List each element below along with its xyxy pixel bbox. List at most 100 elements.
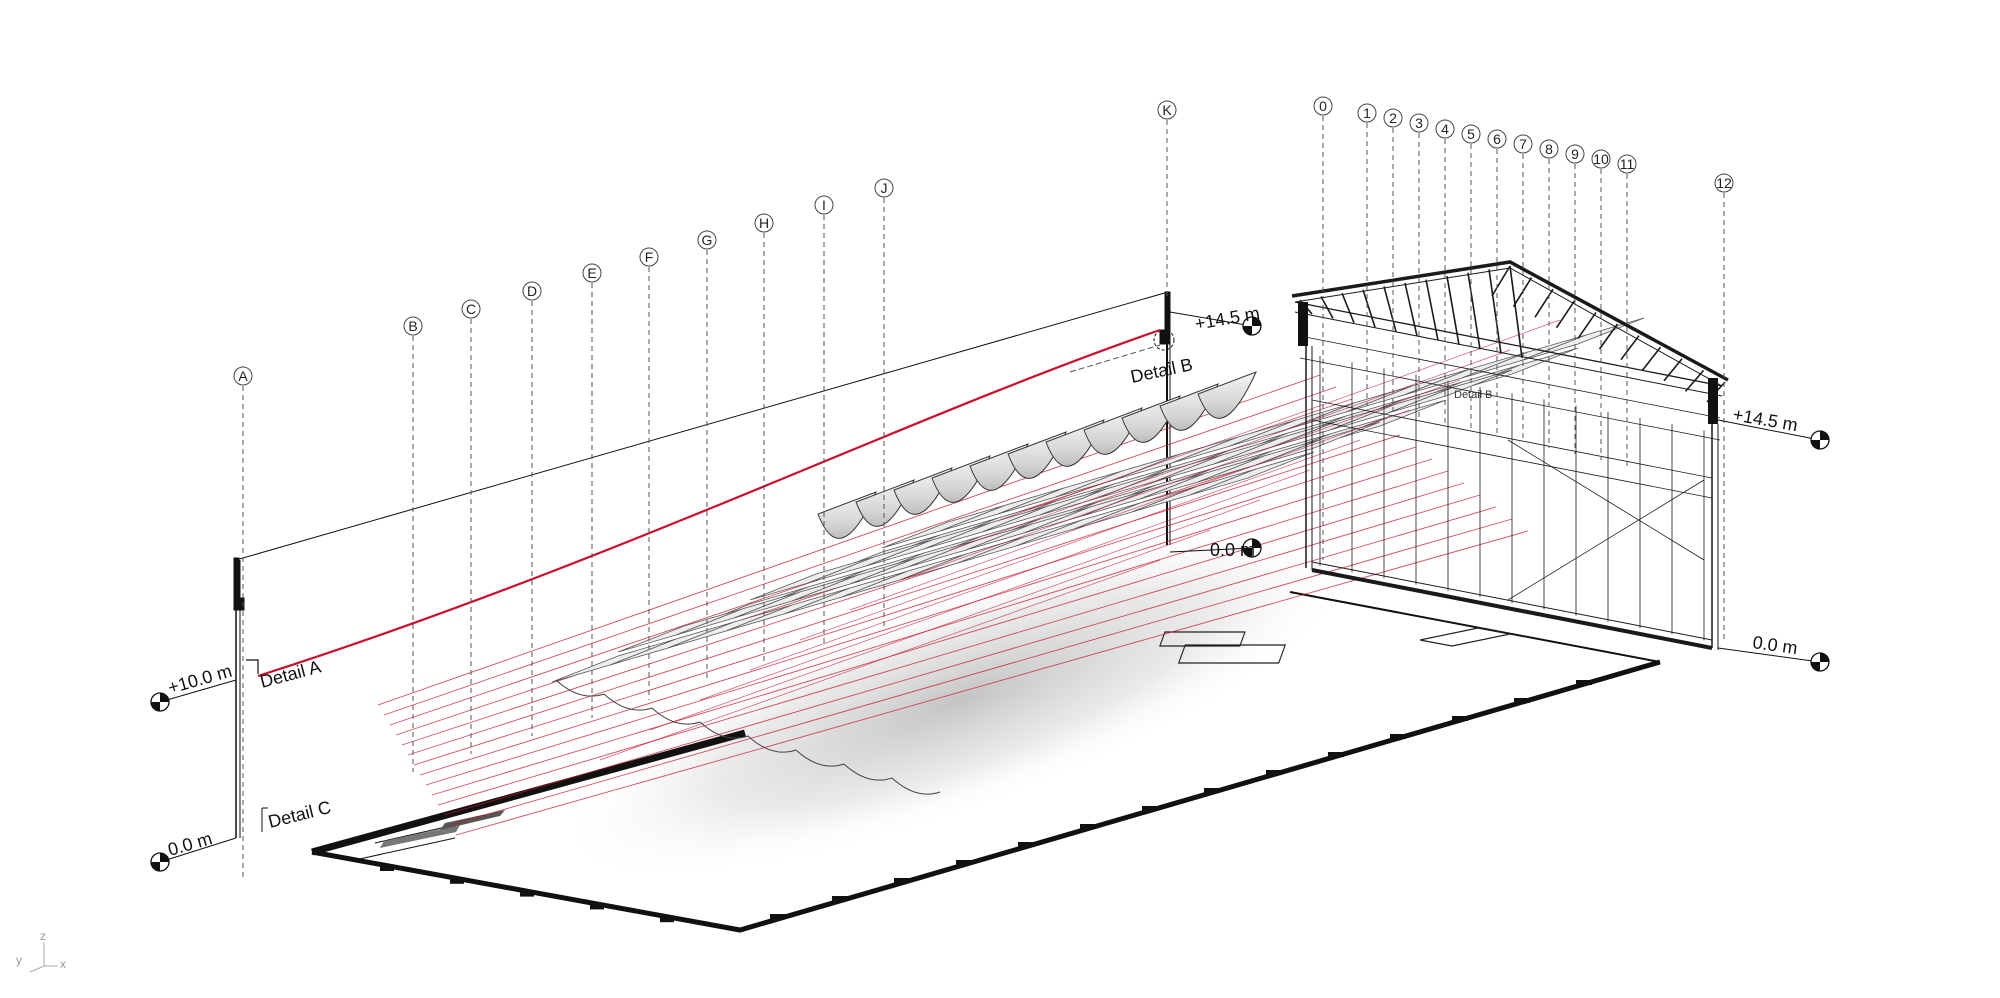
- level-label-left-bottom: 0.0 m: [166, 828, 215, 860]
- shell-edge: [891, 777, 941, 795]
- level-left-top: +10.0 m: [150, 661, 237, 712]
- shell-panel: [1519, 317, 1645, 362]
- grid-bubble-9: 9: [1565, 144, 1585, 454]
- level-right-top: +14.5 m: [1717, 404, 1830, 450]
- floor-tick: [1142, 806, 1158, 811]
- grid-bubble-a: A: [233, 366, 253, 880]
- shell-cable: [999, 319, 1561, 521]
- truss-member: [1620, 335, 1640, 361]
- grid-bubble-3: 3: [1409, 113, 1429, 418]
- grid-label: 2: [1389, 110, 1397, 126]
- shell-cable: [749, 469, 1311, 671]
- level-label-mid-bottom: 0.0 m: [1210, 540, 1255, 560]
- truss-member: [1534, 288, 1554, 318]
- shell-cable: [849, 409, 1411, 611]
- shell-cable: [899, 379, 1461, 581]
- truss-member: [1555, 300, 1576, 329]
- grid-label: A: [238, 368, 248, 384]
- grid-label: E: [587, 265, 596, 281]
- shell-panel: [609, 621, 735, 666]
- truss-member: [1577, 311, 1597, 339]
- level-label-left-top: +10.0 m: [166, 661, 235, 698]
- truss-member: [1425, 279, 1439, 341]
- cable-line: [455, 530, 1529, 836]
- grid-label: 11: [1620, 156, 1635, 172]
- grid-label: 7: [1519, 136, 1527, 152]
- grid-bubble-c: C: [461, 299, 481, 754]
- grid-bubble-b: B: [403, 316, 423, 772]
- grid-label: C: [466, 301, 476, 317]
- floor-tick: [660, 917, 674, 923]
- shell-edge: [699, 721, 749, 739]
- floor-tick: [1204, 788, 1220, 793]
- grid-label: 10: [1593, 151, 1609, 167]
- truss-member: [1341, 292, 1355, 324]
- grid-label: 4: [1441, 121, 1449, 137]
- truss-member: [1467, 272, 1481, 350]
- level-mid-bottom: 0.0 m: [1169, 538, 1262, 560]
- truss-member: [1404, 282, 1418, 337]
- vault-arch: [1197, 371, 1257, 419]
- grid-label: F: [645, 249, 654, 265]
- shell-edge: [795, 749, 845, 767]
- detail-a-label: Detail A: [258, 656, 323, 691]
- grid-label: K: [1162, 102, 1172, 118]
- floor-hatch-2: [440, 810, 505, 830]
- grid-bubble-j: J: [874, 178, 894, 628]
- grid-label: B: [408, 318, 417, 334]
- level-right-bottom: 0.0 m: [1717, 632, 1830, 672]
- shell-edge: [555, 679, 605, 697]
- shell-panel: [1387, 369, 1513, 414]
- grid-bubble-e: E: [582, 263, 602, 718]
- level-label-right-bottom: 0.0 m: [1751, 632, 1798, 658]
- grid-bubble-12: 12: [1714, 173, 1734, 640]
- detail-b-label: Detail B: [1129, 354, 1195, 387]
- floor-plan: [311, 591, 1661, 933]
- floor-tick: [1080, 824, 1096, 829]
- floor-tick: [956, 860, 972, 865]
- grid-bubble-g: G: [697, 230, 717, 682]
- grid-label: 0: [1319, 98, 1327, 114]
- grid-bubble-k: K: [1157, 100, 1177, 300]
- floor-tick: [1576, 680, 1592, 685]
- detail-c-label: Detail C: [266, 797, 333, 832]
- level-mid-top: +14.5 m: [1169, 303, 1262, 336]
- grid-bubble-f: F: [639, 247, 659, 700]
- grid-label: 6: [1493, 131, 1501, 147]
- shell-cable: [699, 499, 1261, 701]
- hangar-building: [1291, 260, 1729, 650]
- level-label-right-top: +14.5 m: [1731, 404, 1799, 435]
- grid-bubble-11: 11: [1617, 154, 1637, 466]
- cable-line: [407, 434, 1401, 756]
- level-left-bottom: 0.0 m: [150, 828, 237, 872]
- floor-tick: [832, 896, 848, 901]
- floor-tick: [1266, 770, 1282, 775]
- grid-label: 8: [1545, 141, 1553, 157]
- axis-z-label: z: [40, 929, 46, 943]
- shell-edge: [747, 735, 797, 753]
- grid-bubble-1: 1: [1357, 103, 1377, 406]
- floor-tick: [1328, 752, 1344, 757]
- grid-label: D: [527, 283, 537, 299]
- grid-label: 5: [1467, 126, 1475, 142]
- truss-member: [1446, 276, 1460, 345]
- shell-edge: [843, 763, 893, 781]
- grid-bubble-8: 8: [1539, 139, 1559, 448]
- floor-tick: [1514, 698, 1530, 703]
- shell-panel: [1189, 451, 1315, 496]
- shell-cable: [949, 349, 1511, 551]
- floor-tick: [380, 866, 394, 871]
- axis-x-label: x: [60, 957, 66, 971]
- cable-line: [443, 506, 1497, 816]
- axis-indicator: [29, 942, 58, 973]
- grid-bubble-d: D: [522, 281, 542, 736]
- floor-tick: [1018, 842, 1034, 847]
- floor-tick: [1390, 734, 1406, 739]
- grid-label: H: [759, 215, 769, 231]
- floor-tick: [1452, 716, 1468, 721]
- truss-member: [1488, 269, 1502, 354]
- cable-line: [425, 470, 1449, 786]
- truss-member: [1362, 289, 1376, 328]
